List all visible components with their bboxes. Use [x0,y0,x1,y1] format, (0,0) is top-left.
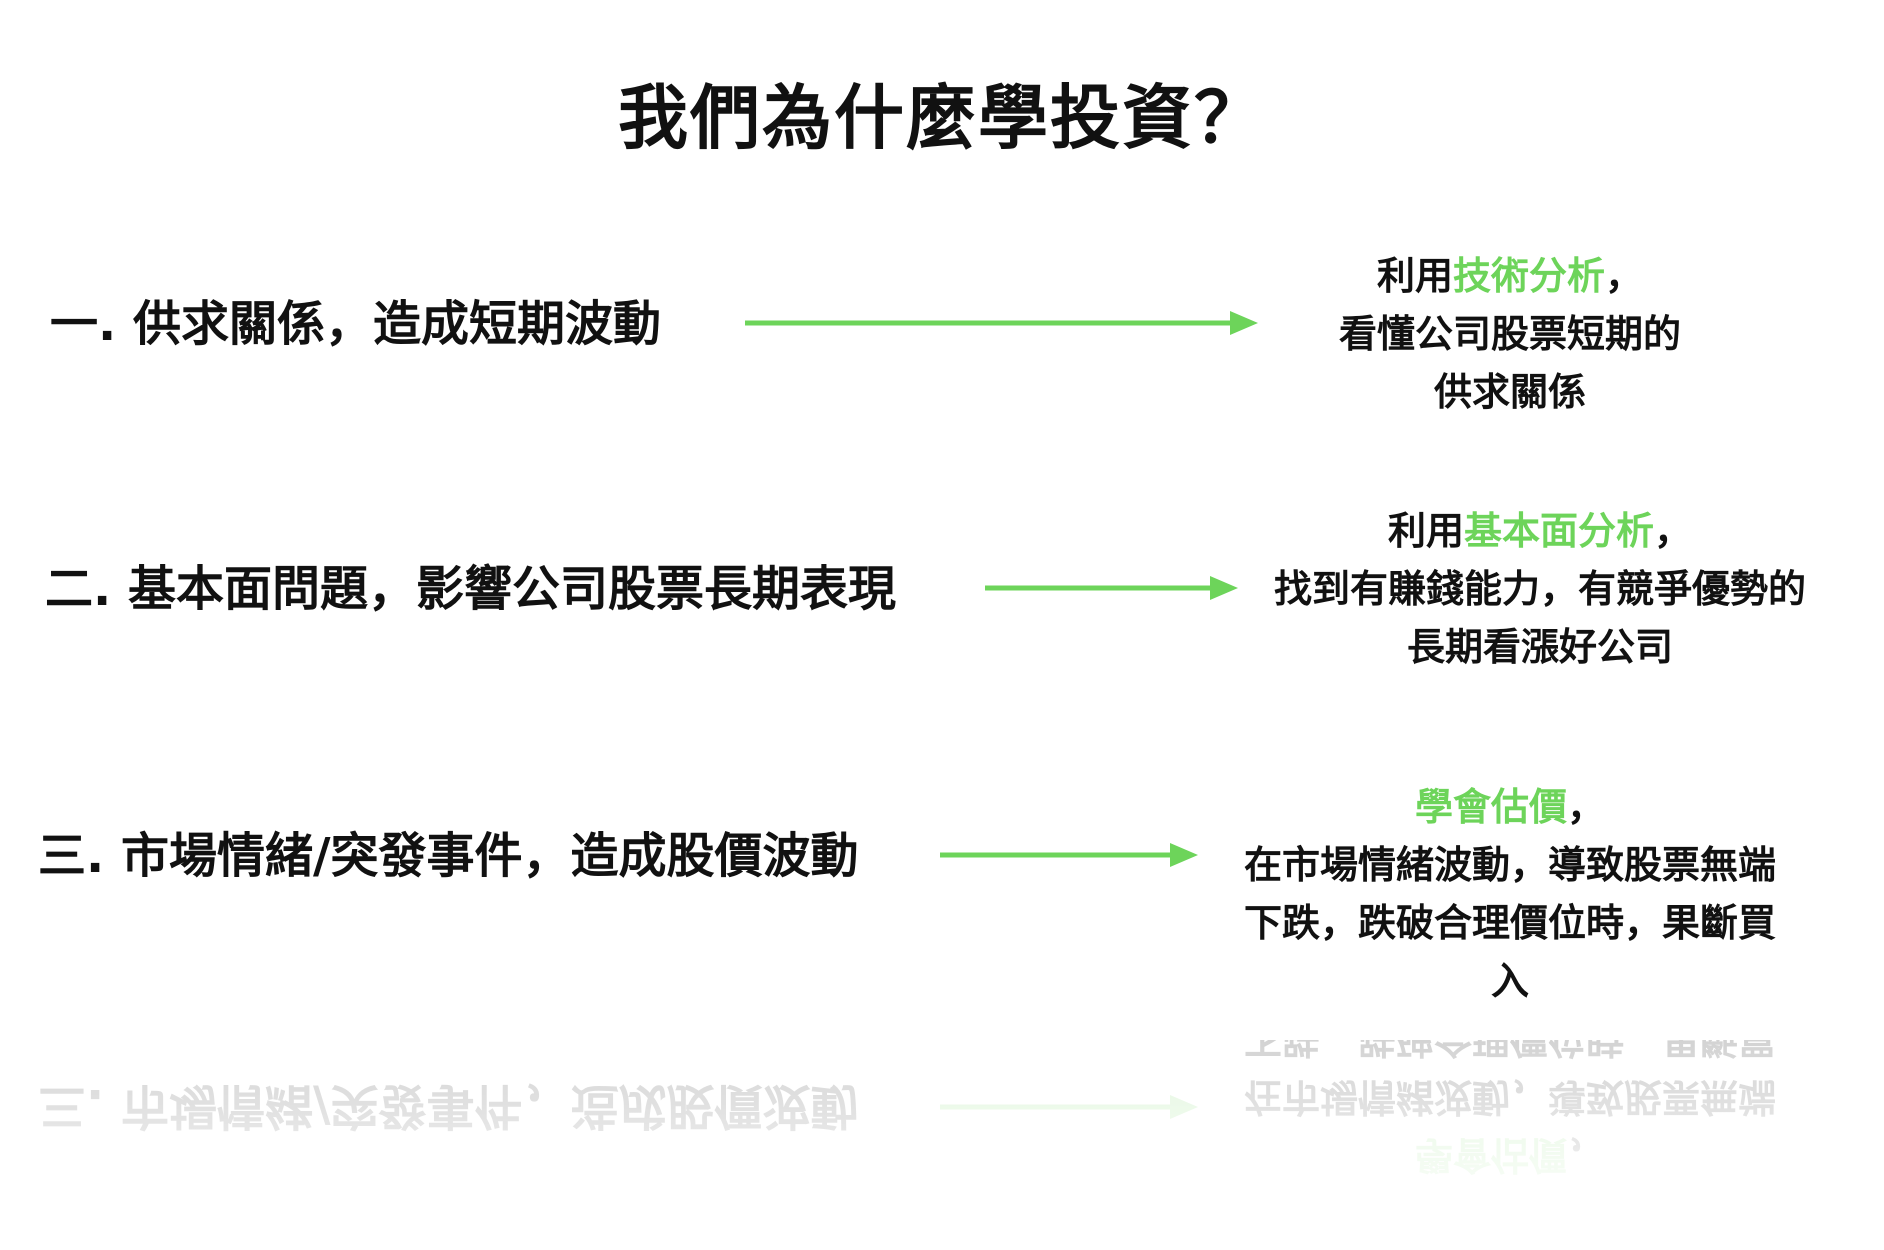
reflection-right-line-2: 在市場情緒波動，導致股票無端 [1243,1075,1776,1119]
row-3-left-text: 三. 市場情緒/突發事件，造成股價波動 [38,828,859,884]
row-1-left-text: 一. 供求關係，造成短期波動 [50,296,661,352]
reflection-right-line-3: 下跌，跌破合理價位時，果斷買 [1210,1040,1810,1068]
reflection-right-line-1: 學會估價， [1210,1126,1810,1184]
row-3-arrow [940,843,1198,867]
reflection-fade-overlay [0,1040,1884,1250]
row-2-left-text: 二. 基本面問題，影響公司股票長期表現 [45,561,896,617]
row-3-suffix: ， [1567,785,1606,829]
row-1-arrow [745,311,1258,335]
row-2-suffix: ， [1654,509,1693,553]
row-2-right-text: 利用基本面分析， 找到有賺錢能力，有競爭優勢的 長期看漲好公司 [1240,502,1840,676]
row-1-accent-text: 技術分析 [1452,254,1605,298]
row-1-suffix: ， [1605,254,1644,298]
row-3-right-text: 學會估價， 在市場情緒波動，導致股票無端 下跌，跌破合理價位時，果斷買 入 [1210,778,1810,1010]
row-3-reflection: 三. 市場情緒/突發事件，造成股價波動 學會估價， 在市場情緒波動，導致股票無端… [0,1040,1884,1250]
row-3-right-line-2: 在市場情緒波動，導致股票無端 [1243,843,1776,887]
reflection-arrow [940,1095,1198,1119]
reflection-right-text: 學會估價， 在市場情緒波動，導致股票無端 下跌，跌破合理價位時，果斷買 [1210,1040,1810,1184]
row-1-right-line-2: 看懂公司股票短期的 [1338,312,1681,356]
row-1-right-text: 利用技術分析， 看懂公司股票短期的 供求關係 [1310,247,1710,421]
row-1-right-line-3: 供求關係 [1433,370,1586,414]
row-1-prefix: 利用 [1376,254,1453,298]
row-2-right-line-2: 找到有賺錢能力，有競爭優勢的 [1273,567,1806,611]
reflection-suffix: ， [1567,1133,1606,1177]
row-2-right-first-line: 利用基本面分析， [1240,502,1840,560]
page-title: 我們為什麼學投資？ [618,77,1266,159]
row-3-right-line-4: 入 [1490,959,1529,1003]
row-3-right-line-3: 下跌，跌破合理價位時，果斷買 [1243,901,1776,945]
row-2-accent-text: 基本面分析 [1463,509,1654,553]
row-2-prefix: 利用 [1387,509,1464,553]
row-3-right-first-line: 學會估價， [1210,778,1810,836]
row-1-right-first-line: 利用技術分析， [1310,247,1710,305]
row-2-arrow [985,576,1238,600]
row-3-reflection-content: 三. 市場情緒/突發事件，造成股價波動 學會估價， 在市場情緒波動，導致股票無端… [0,1040,1884,1250]
reflection-accent-text: 學會估價 [1414,1133,1567,1177]
row-2-right-line-3: 長期看漲好公司 [1406,625,1673,669]
row-3-accent-text: 學會估價 [1414,785,1567,829]
reflection-left-text: 三. 市場情緒/突發事件，造成股價波動 [38,1078,859,1134]
